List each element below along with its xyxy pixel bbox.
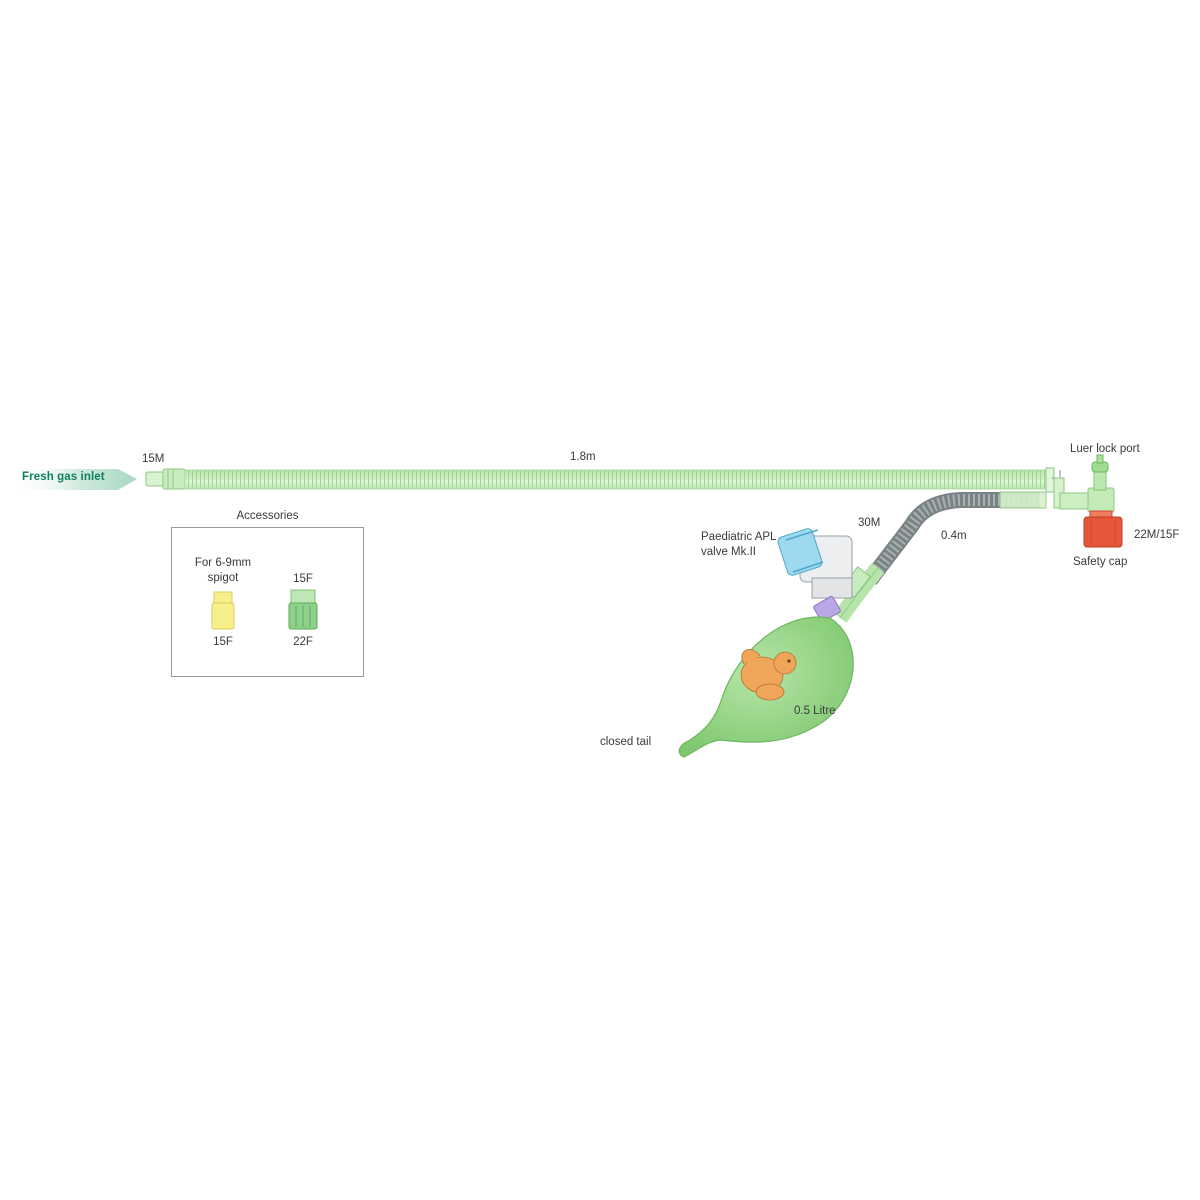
reservoir-bag [678,616,854,758]
connector-22m15f-label: 22M/15F [1134,529,1180,541]
safety-cap-label: Safety cap [1073,556,1128,568]
fresh-gas-inlet-label: Fresh gas inlet [22,471,105,483]
accessory-1-top-label-line1: For 6-9mm [194,557,252,569]
connector-15m-label: 15M [142,453,165,465]
apl-valve-label-line1: Paediatric APL [701,531,777,543]
accessory-1-top-label-line2: spigot [207,572,239,584]
tube-length-limb-label: 0.4m [941,530,967,542]
squirrel-icon [740,649,797,701]
accessories-panel [171,527,364,677]
inlet-connector-15m [145,468,186,490]
accessory-yellow-adapter [211,591,235,630]
accessory-2-top-label: 15F [293,573,313,585]
apl-valve-label-line2: valve Mk.II [701,546,756,558]
bag-volume-label: 0.5 Litre [794,705,836,717]
apl-valve [777,528,853,599]
accessory-green-adapter [288,589,318,630]
fresh-gas-arrow [10,469,137,490]
tube-length-main-label: 1.8m [570,451,596,463]
connector-30m-label: 30M [858,517,881,529]
luer-lock-port-label: Luer lock port [1070,443,1140,455]
accessories-title: Accessories [236,510,299,522]
closed-tail-label: closed tail [600,736,652,748]
accessory-2-bottom-label: 22F [293,636,313,648]
t-piece-assembly [1045,454,1115,513]
main-tube [184,469,1048,490]
safety-cap [1083,510,1123,548]
accessory-1-bottom-label: 15F [213,636,233,648]
bag-neck-connector [813,595,841,623]
